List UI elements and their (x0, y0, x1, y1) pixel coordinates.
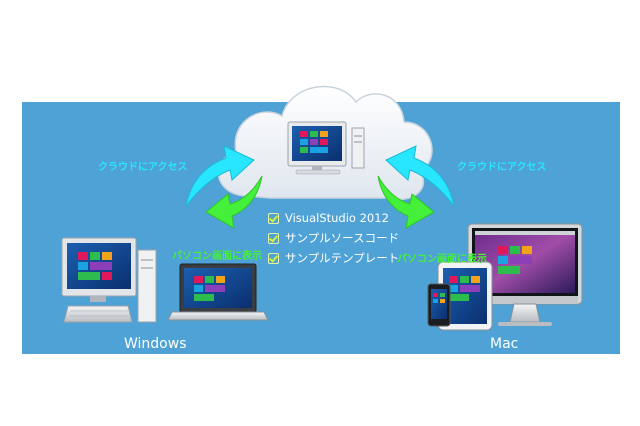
display-label-right: パソコン画面に表示 (397, 254, 487, 265)
display-arrow-left (205, 175, 263, 229)
checkmark-icon (268, 212, 279, 224)
mac-imac (467, 223, 583, 326)
checklist-item-label: VisualStudio 2012 (285, 211, 389, 225)
cloud-access-label-right: クラウドにアクセス (457, 162, 547, 173)
cloud-access-arrow-right (385, 145, 455, 207)
checklist-item-label: サンプルテンプレート (285, 251, 400, 265)
display-label-left: パソコン画面に表示 (172, 251, 262, 262)
cloud-access-arrow-left (185, 145, 255, 207)
windows-desktop (61, 237, 157, 323)
windows-laptop (167, 263, 269, 321)
checklist-item-label: サンプルソースコード (285, 231, 400, 245)
windows-label: Windows (124, 336, 187, 352)
checklist-item: サンプルソースコード (268, 228, 399, 248)
cloud-computer (287, 121, 365, 175)
feature-checklist: VisualStudio 2012 サンプルソースコード サンプルテンプレート (268, 208, 399, 268)
checklist-item: サンプルテンプレート (268, 248, 399, 268)
checkmark-icon (268, 232, 279, 244)
cloud-access-label-left: クラウドにアクセス (98, 162, 188, 173)
checkmark-icon (268, 252, 279, 264)
display-arrow-right (377, 175, 435, 229)
mac-label: Mac (490, 336, 519, 352)
checklist-item: VisualStudio 2012 (268, 208, 399, 228)
mac-iphone (427, 283, 451, 327)
